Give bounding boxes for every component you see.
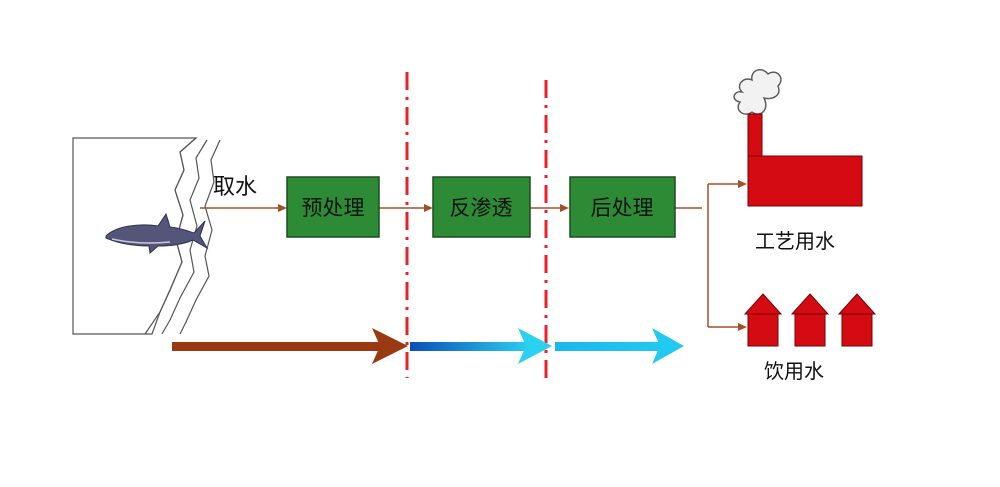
step-reverse-osmosis: 反渗透 — [432, 176, 531, 238]
house-icon — [790, 293, 830, 347]
step-label: 预处理 — [302, 196, 365, 220]
industrial-water-label: 工艺用水 — [755, 229, 835, 253]
step-posttreatment: 后处理 — [569, 176, 676, 238]
intake-label: 取水 — [213, 175, 257, 200]
drinking-water-label: 饮用水 — [764, 359, 824, 383]
arrow-stage-3 — [555, 328, 684, 364]
factory-icon — [733, 69, 863, 207]
step-pretreatment: 预处理 — [286, 176, 380, 238]
house-icon — [743, 293, 783, 347]
arrow-stage-2 — [410, 328, 552, 364]
shark-icon — [105, 212, 209, 254]
house-icon — [837, 293, 877, 347]
flow-lines — [200, 180, 747, 331]
step-label: 后处理 — [591, 196, 654, 220]
step-label: 反渗透 — [450, 196, 513, 220]
coastline-icon — [144, 137, 197, 335]
arrow-stage-1 — [172, 328, 408, 364]
